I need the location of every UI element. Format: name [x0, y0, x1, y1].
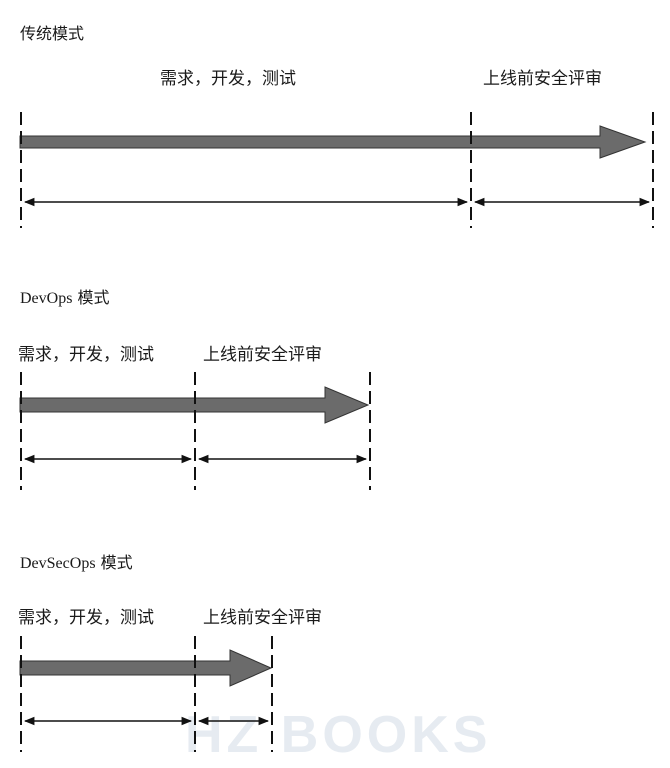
phase-label-dev: 需求，开发，测试 [18, 608, 154, 628]
phase-label-review: 上线前安全评审 [203, 608, 322, 628]
process-arrow [19, 125, 647, 159]
section-title-text: 传统模式 [20, 24, 85, 43]
process-arrow [19, 386, 370, 424]
phase-label-review: 上线前安全评审 [203, 345, 322, 365]
timeline-traditional [19, 112, 654, 228]
section-title-devops: DevOps 模式 [20, 288, 110, 309]
timeline-devops [19, 372, 371, 490]
section-title-traditional: 传统模式 [20, 24, 84, 44]
process-arrow [19, 649, 273, 687]
section-title-text: 模式 [77, 288, 110, 307]
section-title-devsecops: DevSecOps 模式 [20, 553, 133, 574]
section-title-latin: DevSecOps [20, 555, 96, 572]
timeline-devsecops [19, 636, 273, 752]
section-title-latin: DevOps [20, 290, 73, 307]
phase-label-dev: 需求，开发，测试 [18, 345, 154, 365]
phase-label-dev: 需求，开发，测试 [160, 69, 296, 89]
phase-label-review: 上线前安全评审 [483, 69, 602, 89]
watermark: HZ BOOKS [185, 706, 492, 764]
section-title-text: 模式 [100, 553, 133, 572]
